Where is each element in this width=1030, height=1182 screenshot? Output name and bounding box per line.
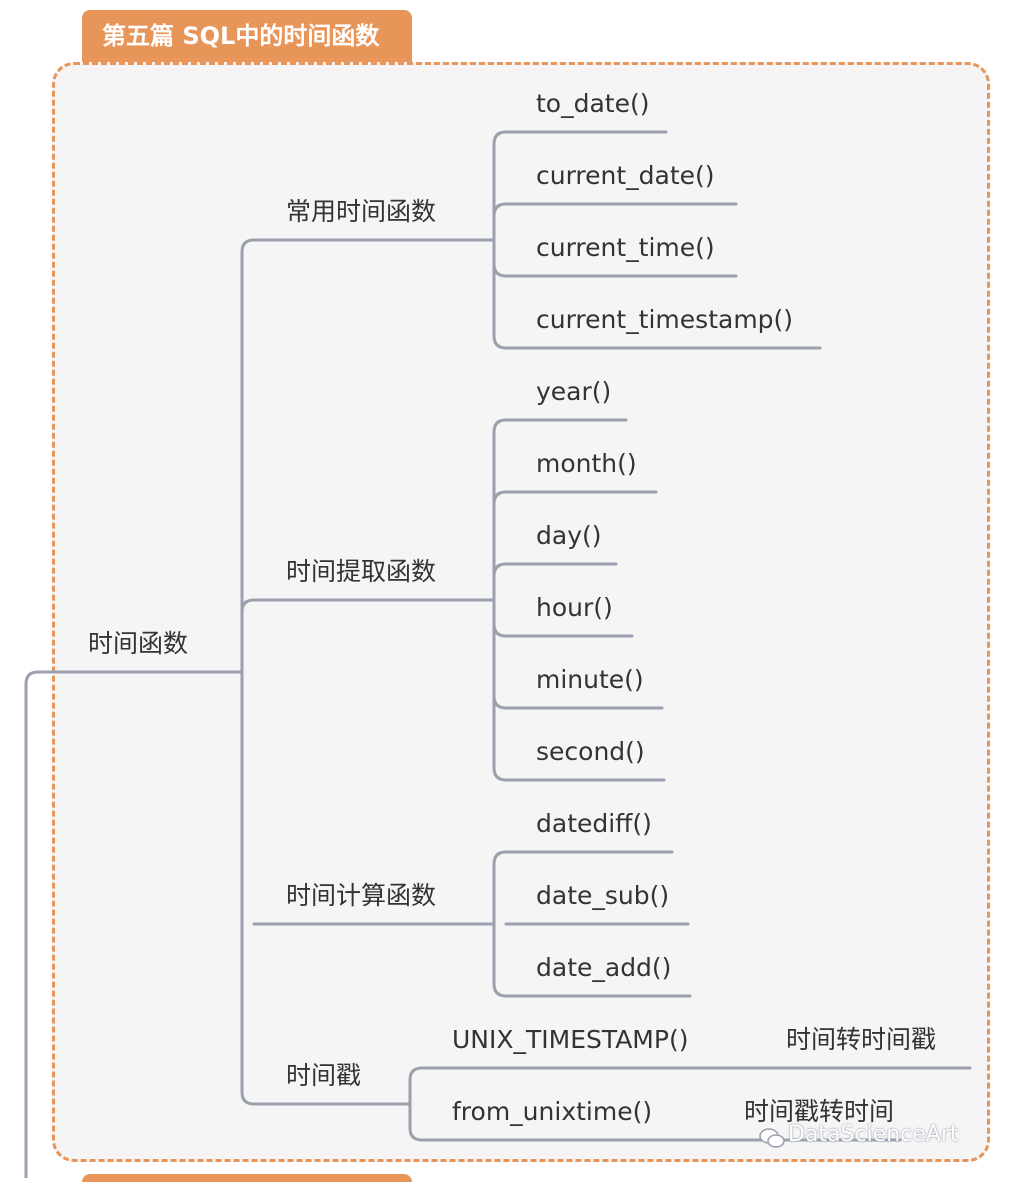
leaf-day[interactable]: day() — [536, 521, 602, 550]
leaf-minute[interactable]: minute() — [536, 665, 644, 694]
connector-group-4 — [408, 1066, 424, 1142]
note-time-to-timestamp: 时间转时间戳 — [786, 1025, 937, 1054]
watermark: DataScienceArt — [788, 1122, 959, 1147]
leaf-year[interactable]: year() — [536, 377, 612, 406]
connector-branch-2 — [240, 598, 496, 614]
leaf-unix-timestamp[interactable]: UNIX_TIMESTAMP() — [452, 1025, 689, 1054]
connector-branch-spine — [240, 238, 256, 1106]
leaf-date-sub[interactable]: date_sub() — [536, 881, 670, 910]
leaf-date-add[interactable]: date_add() — [536, 953, 672, 982]
wechat-icon — [759, 1128, 785, 1148]
leaf-current-timestamp[interactable]: current_timestamp() — [536, 305, 794, 334]
leaf-to-date[interactable]: to_date() — [536, 89, 650, 118]
leaf-datediff[interactable]: datediff() — [536, 809, 652, 838]
section-title[interactable]: 第五篇 SQL中的时间函数 — [82, 10, 412, 62]
leaf-second[interactable]: second() — [536, 737, 645, 766]
connector-root-left — [24, 670, 218, 1178]
connector-group-2 — [492, 418, 508, 782]
leaf-month[interactable]: month() — [536, 449, 637, 478]
root-node[interactable]: 时间函数 — [88, 629, 189, 658]
connector-group-3 — [492, 850, 508, 998]
branch-time-extract-functions[interactable]: 时间提取函数 — [286, 557, 437, 586]
branch-timestamp[interactable]: 时间戳 — [286, 1061, 362, 1090]
leaf-hour[interactable]: hour() — [536, 593, 613, 622]
connector-group-1 — [492, 130, 508, 350]
mindmap-boundary — [52, 62, 990, 1162]
leaf-current-date[interactable]: current_date() — [536, 161, 715, 190]
branch-common-time-functions[interactable]: 常用时间函数 — [286, 197, 437, 226]
note-timestamp-to-time: 时间戳转时间 — [744, 1097, 895, 1126]
branch-time-calc-functions[interactable]: 时间计算函数 — [286, 881, 437, 910]
leaf-from-unixtime[interactable]: from_unixtime() — [452, 1097, 653, 1126]
leaf-current-time[interactable]: current_time() — [536, 233, 715, 262]
